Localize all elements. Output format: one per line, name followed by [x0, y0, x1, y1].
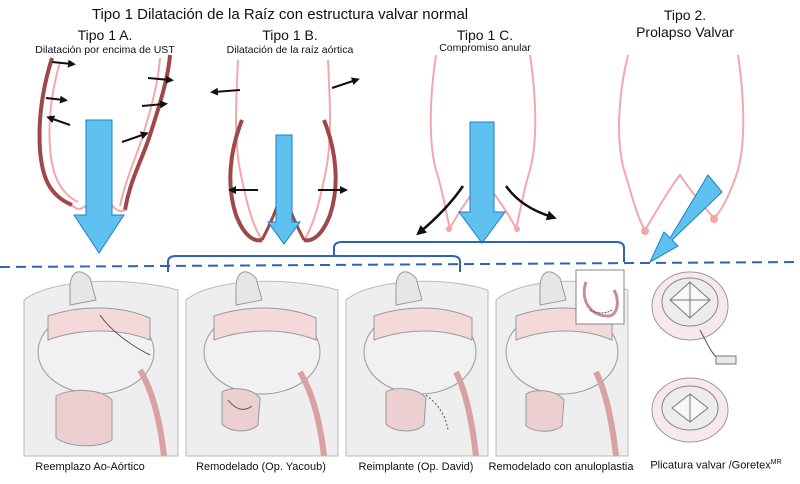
caption-plicatura-text: Plicatura valvar /Goretex [650, 459, 771, 472]
dilation-arrow [45, 95, 68, 104]
caption-david: Reimplante (Op. David) [358, 461, 474, 473]
surgical-illustration-anuloplastia [495, 269, 629, 457]
surgical-illustration-reemplazo [23, 271, 179, 457]
surgical-illustration-yacoub [185, 271, 339, 457]
valve-plication-illustration [651, 271, 737, 443]
dilation-arrow [51, 59, 76, 68]
type-1a-heading: Tipo 1 A. [77, 27, 133, 43]
dilation-arrow [147, 75, 174, 84]
type-1a-aorta-diagram [37, 54, 174, 254]
type-2-heading: Tipo 2. [663, 7, 707, 23]
caption-anuloplastia: Remodelado con anuloplastia [488, 461, 634, 473]
type-2-subtitle: Prolapso Valvar [636, 24, 734, 40]
type-1c-aorta-diagram [416, 54, 557, 244]
caption-plicatura-sup: MR [770, 459, 782, 466]
surgical-illustration-david [345, 271, 489, 457]
page-title: Tipo 1 Dilatación de la Raíz con estruct… [91, 6, 469, 23]
divider-line [0, 261, 800, 268]
type-1a-subtitle: Dilatación por encima de UST [35, 44, 175, 56]
caption-plicatura: Plicatura valvar /GoretexMR [634, 459, 798, 472]
dilation-arrow [46, 115, 71, 126]
bracket-1b [167, 255, 461, 272]
type-1b-subtitle: Dilatación de la raíz aórtica [226, 44, 354, 56]
dilation-arrow [141, 100, 168, 109]
dilation-arrow [121, 131, 149, 143]
type-1b-aorta-diagram [210, 59, 360, 245]
bracket-1c [333, 241, 625, 262]
type-1c-heading: Tipo 1 C. [456, 27, 514, 43]
type-2-aorta-diagram [618, 54, 745, 264]
caption-yacoub: Remodelado (Op. Yacoub) [196, 461, 326, 473]
type-1c-subtitle: Compromiso anular [439, 42, 531, 54]
caption-reemplazo: Reemplazo Ao-Aórtico [35, 461, 145, 473]
type-1b-heading: Tipo 1 B. [262, 27, 318, 43]
